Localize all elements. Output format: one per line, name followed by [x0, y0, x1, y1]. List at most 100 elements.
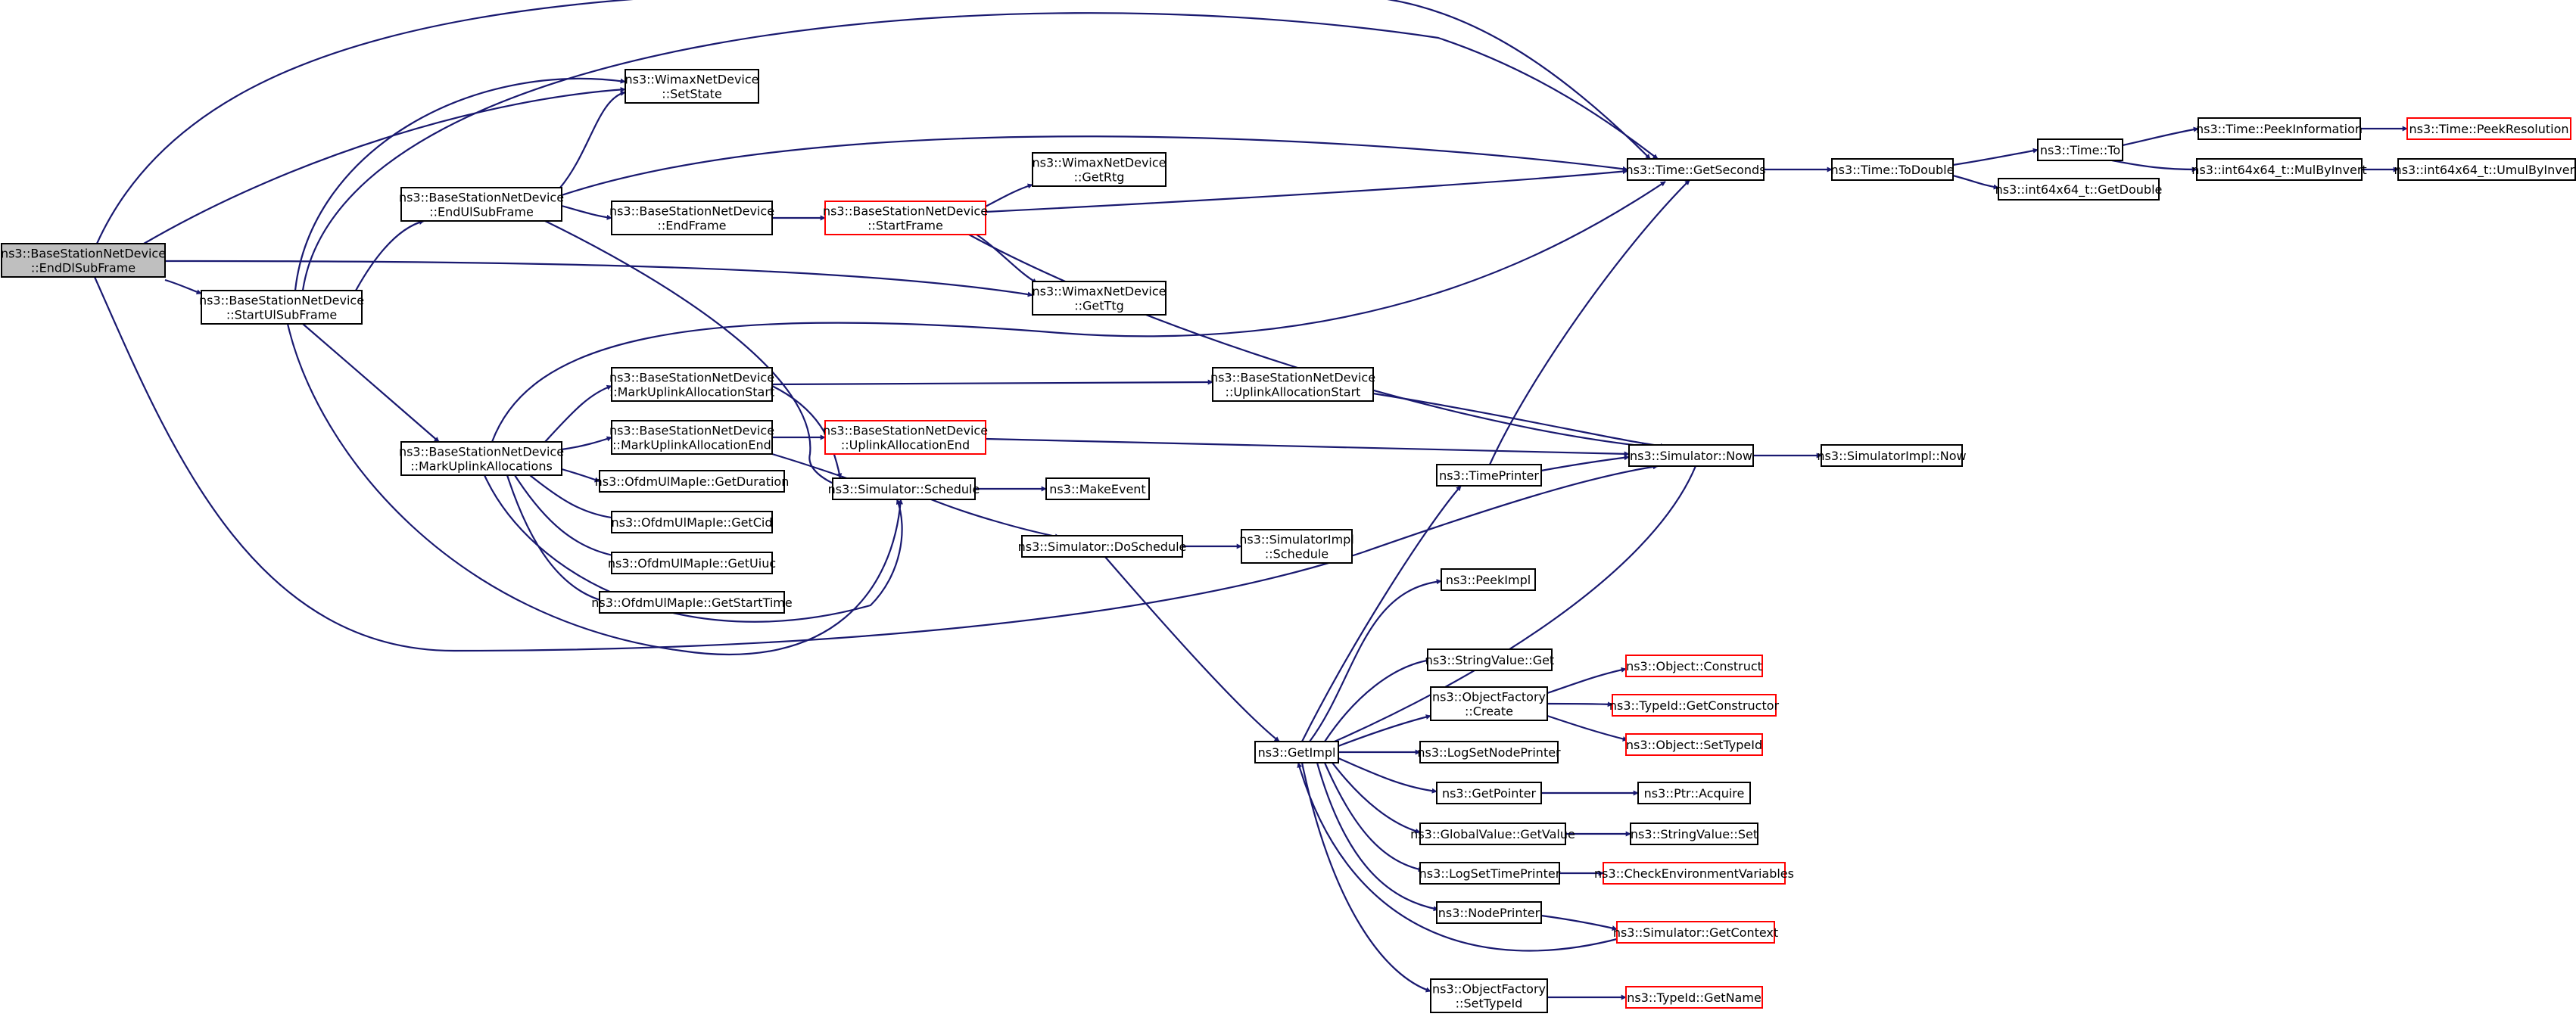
node-startFrame[interactable]: ns3::BaseStationNetDevice::StartFrame [823, 201, 988, 235]
node-box [400, 187, 562, 222]
node-uaStart[interactable]: ns3::BaseStationNetDevice::UplinkAllocat… [1210, 367, 1375, 402]
node-label: ns3::LogSetTimePrinter [1419, 866, 1561, 881]
node-getRtg[interactable]: ns3::WimaxNetDevice::GetRtg [1032, 152, 1167, 187]
node-umulByInvert[interactable]: ns3::int64x64_t::UmulByInvert [2394, 158, 2576, 181]
node-box [1430, 978, 1548, 1013]
node-getPointer[interactable]: ns3::GetPointer [1436, 782, 1542, 804]
node-getStartTime[interactable]: ns3::OfdmUlMapIe::GetStartTime [591, 591, 793, 614]
node-ptrAcquire[interactable]: ns3::Ptr::Acquire [1637, 782, 1751, 804]
edge-markUA-to-getSeconds [491, 181, 1666, 443]
node-objConstruct[interactable]: ns3::Object::Construct [1625, 655, 1763, 677]
node-markUA[interactable]: ns3::BaseStationNetDevice::MarkUplinkAll… [399, 441, 564, 476]
node-label: ::EndFrame [657, 219, 726, 233]
node-uaEnd[interactable]: ns3::BaseStationNetDevice::UplinkAllocat… [823, 420, 988, 455]
node-getConstructor[interactable]: ns3::TypeId::GetConstructor [1609, 694, 1780, 717]
node-doSchedule[interactable]: ns3::Simulator::DoSchedule [1018, 535, 1187, 558]
edge-markUA-to-getDuration [561, 468, 600, 483]
node-getImpl[interactable]: ns3::GetImpl [1254, 741, 1339, 763]
node-box [1630, 823, 1758, 845]
node-strSet[interactable]: ns3::StringValue::Set [1630, 823, 1758, 845]
node-ofSetTypeId[interactable]: ns3::ObjectFactory::SetTypeId [1430, 978, 1548, 1013]
node-peekInfo[interactable]: ns3::Time::PeekInformation [2196, 117, 2363, 140]
node-timePrinter[interactable]: ns3::TimePrinter [1436, 464, 1542, 487]
node-box [625, 69, 759, 104]
node-box [1021, 535, 1183, 558]
node-implSchedule[interactable]: ns3::SimulatorImpl::Schedule [1239, 529, 1354, 564]
node-box [1212, 367, 1374, 402]
node-simNow[interactable]: ns3::Simulator::Now [1628, 444, 1754, 467]
node-box [611, 367, 773, 402]
node-peekImpl[interactable]: ns3::PeekImpl [1441, 568, 1536, 591]
node-getDouble[interactable]: ns3::int64x64_t::GetDouble [1995, 178, 2163, 201]
node-box [1254, 741, 1339, 763]
node-label: ns3::WimaxNetDevice [1032, 156, 1166, 170]
node-toDouble[interactable]: ns3::Time::ToDouble [1831, 158, 1955, 181]
node-label: ns3::StringValue::Get [1425, 653, 1554, 667]
edge-markUA-to-schedule [483, 474, 903, 623]
node-getCid[interactable]: ns3::OfdmUlMapIe::GetCid [611, 511, 773, 533]
node-getDuration[interactable]: ns3::OfdmUlMapIe::GetDuration [595, 470, 790, 493]
node-makeEvent[interactable]: ns3::MakeEvent [1045, 477, 1150, 500]
edge-startUl-to-markUA [302, 323, 440, 443]
node-getName[interactable]: ns3::TypeId::GetName [1625, 986, 1763, 1009]
node-box [1628, 444, 1754, 467]
edge-root-to-startUl [164, 278, 202, 295]
node-label: ns3::TypeId::GetConstructor [1609, 698, 1780, 713]
node-label: ns3::GlobalValue::GetValue [1410, 827, 1575, 841]
edge-timePrinter-to-simNow [1540, 455, 1630, 472]
node-markUAS[interactable]: ns3::BaseStationNetDevice::MarkUplinkAll… [609, 367, 774, 402]
node-box [2397, 158, 2576, 181]
node-getContext[interactable]: ns3::Simulator::GetContext [1613, 921, 1778, 944]
node-label: ::MarkUplinkAllocationEnd [612, 438, 771, 452]
node-label: ::SetTypeId [1456, 997, 1523, 1011]
node-startUl[interactable]: ns3::BaseStationNetDevice::StartUlSubFra… [199, 290, 364, 325]
node-nodePrinter[interactable]: ns3::NodePrinter [1436, 901, 1542, 924]
edge-getImpl-to-gvGetValue [1332, 762, 1421, 834]
edge-ofCreate-to-setTypeId [1547, 714, 1628, 742]
node-label: ::SetState [662, 87, 721, 101]
edge-timeTo-to-mulByInvert [2111, 159, 2198, 173]
edge-root-to-getSeconds [95, 0, 1651, 244]
node-label: ns3::Time::PeekResolution [2409, 122, 2568, 136]
node-timeTo[interactable]: ns3::Time::To [2037, 138, 2123, 161]
node-mulByInvert[interactable]: ns3::int64x64_t::MulByInvert [2191, 158, 2367, 181]
node-implNow[interactable]: ns3::SimulatorImpl::Now [1817, 444, 1967, 467]
node-box [1831, 158, 1954, 181]
node-endUl[interactable]: ns3::BaseStationNetDevice::EndUlSubFrame [399, 187, 564, 222]
node-label: ns3::Simulator::GetContext [1613, 925, 1778, 940]
node-box [1032, 152, 1167, 187]
node-label: ::UplinkAllocationEnd [841, 438, 970, 452]
node-label: ns3::BaseStationNetDevice [1, 247, 166, 261]
node-gvGetValue[interactable]: ns3::GlobalValue::GetValue [1410, 823, 1575, 845]
node-strGet[interactable]: ns3::StringValue::Get [1425, 648, 1554, 671]
node-endFrame[interactable]: ns3::BaseStationNetDevice::EndFrame [609, 201, 774, 235]
edge-timePrinter-to-getSeconds [1488, 179, 1690, 465]
node-box [1612, 694, 1777, 717]
node-peekRes[interactable]: ns3::Time::PeekResolution [2406, 117, 2571, 140]
node-ofCreate[interactable]: ns3::ObjectFactory::Create [1430, 686, 1548, 721]
node-setTypeId[interactable]: ns3::Object::SetTypeId [1625, 733, 1763, 756]
function-nodes: ns3::BaseStationNetDevice::EndDlSubFrame… [1, 69, 2576, 1013]
node-root[interactable]: ns3::BaseStationNetDevice::EndDlSubFrame [1, 243, 166, 278]
node-label: ns3::MakeEvent [1049, 482, 1145, 496]
node-label: ns3::PeekImpl [1446, 573, 1531, 587]
node-label: ns3::OfdmUlMapIe::GetCid [612, 515, 773, 530]
node-logSetNode[interactable]: ns3::LogSetNodePrinter [1417, 741, 1561, 763]
edge-getImpl-to-nodePrinter [1316, 762, 1439, 912]
node-markUAE[interactable]: ns3::BaseStationNetDevice::MarkUplinkAll… [609, 420, 774, 455]
node-box [599, 591, 785, 614]
node-box [1998, 178, 2160, 201]
node-setState[interactable]: ns3::WimaxNetDevice::SetState [625, 69, 759, 104]
node-checkEnv[interactable]: ns3::CheckEnvironmentVariables [1594, 862, 1794, 885]
node-box [611, 511, 773, 533]
node-getUiuc[interactable]: ns3::OfdmUlMapIe::GetUiuc [608, 552, 776, 574]
edge-endUl-to-schedule [544, 220, 841, 488]
node-getTtg[interactable]: ns3::WimaxNetDevice::GetTtg [1032, 281, 1167, 316]
node-box [1637, 782, 1751, 804]
node-box [1441, 568, 1536, 591]
node-schedule[interactable]: ns3::Simulator::Schedule [828, 477, 980, 500]
node-logSetTime[interactable]: ns3::LogSetTimePrinter [1419, 862, 1561, 885]
edge-getImpl-to-getPointer [1338, 757, 1438, 794]
node-getSeconds[interactable]: ns3::Time::GetSeconds [1625, 158, 1766, 181]
edge-schedule-to-doSchedule [930, 498, 1061, 540]
